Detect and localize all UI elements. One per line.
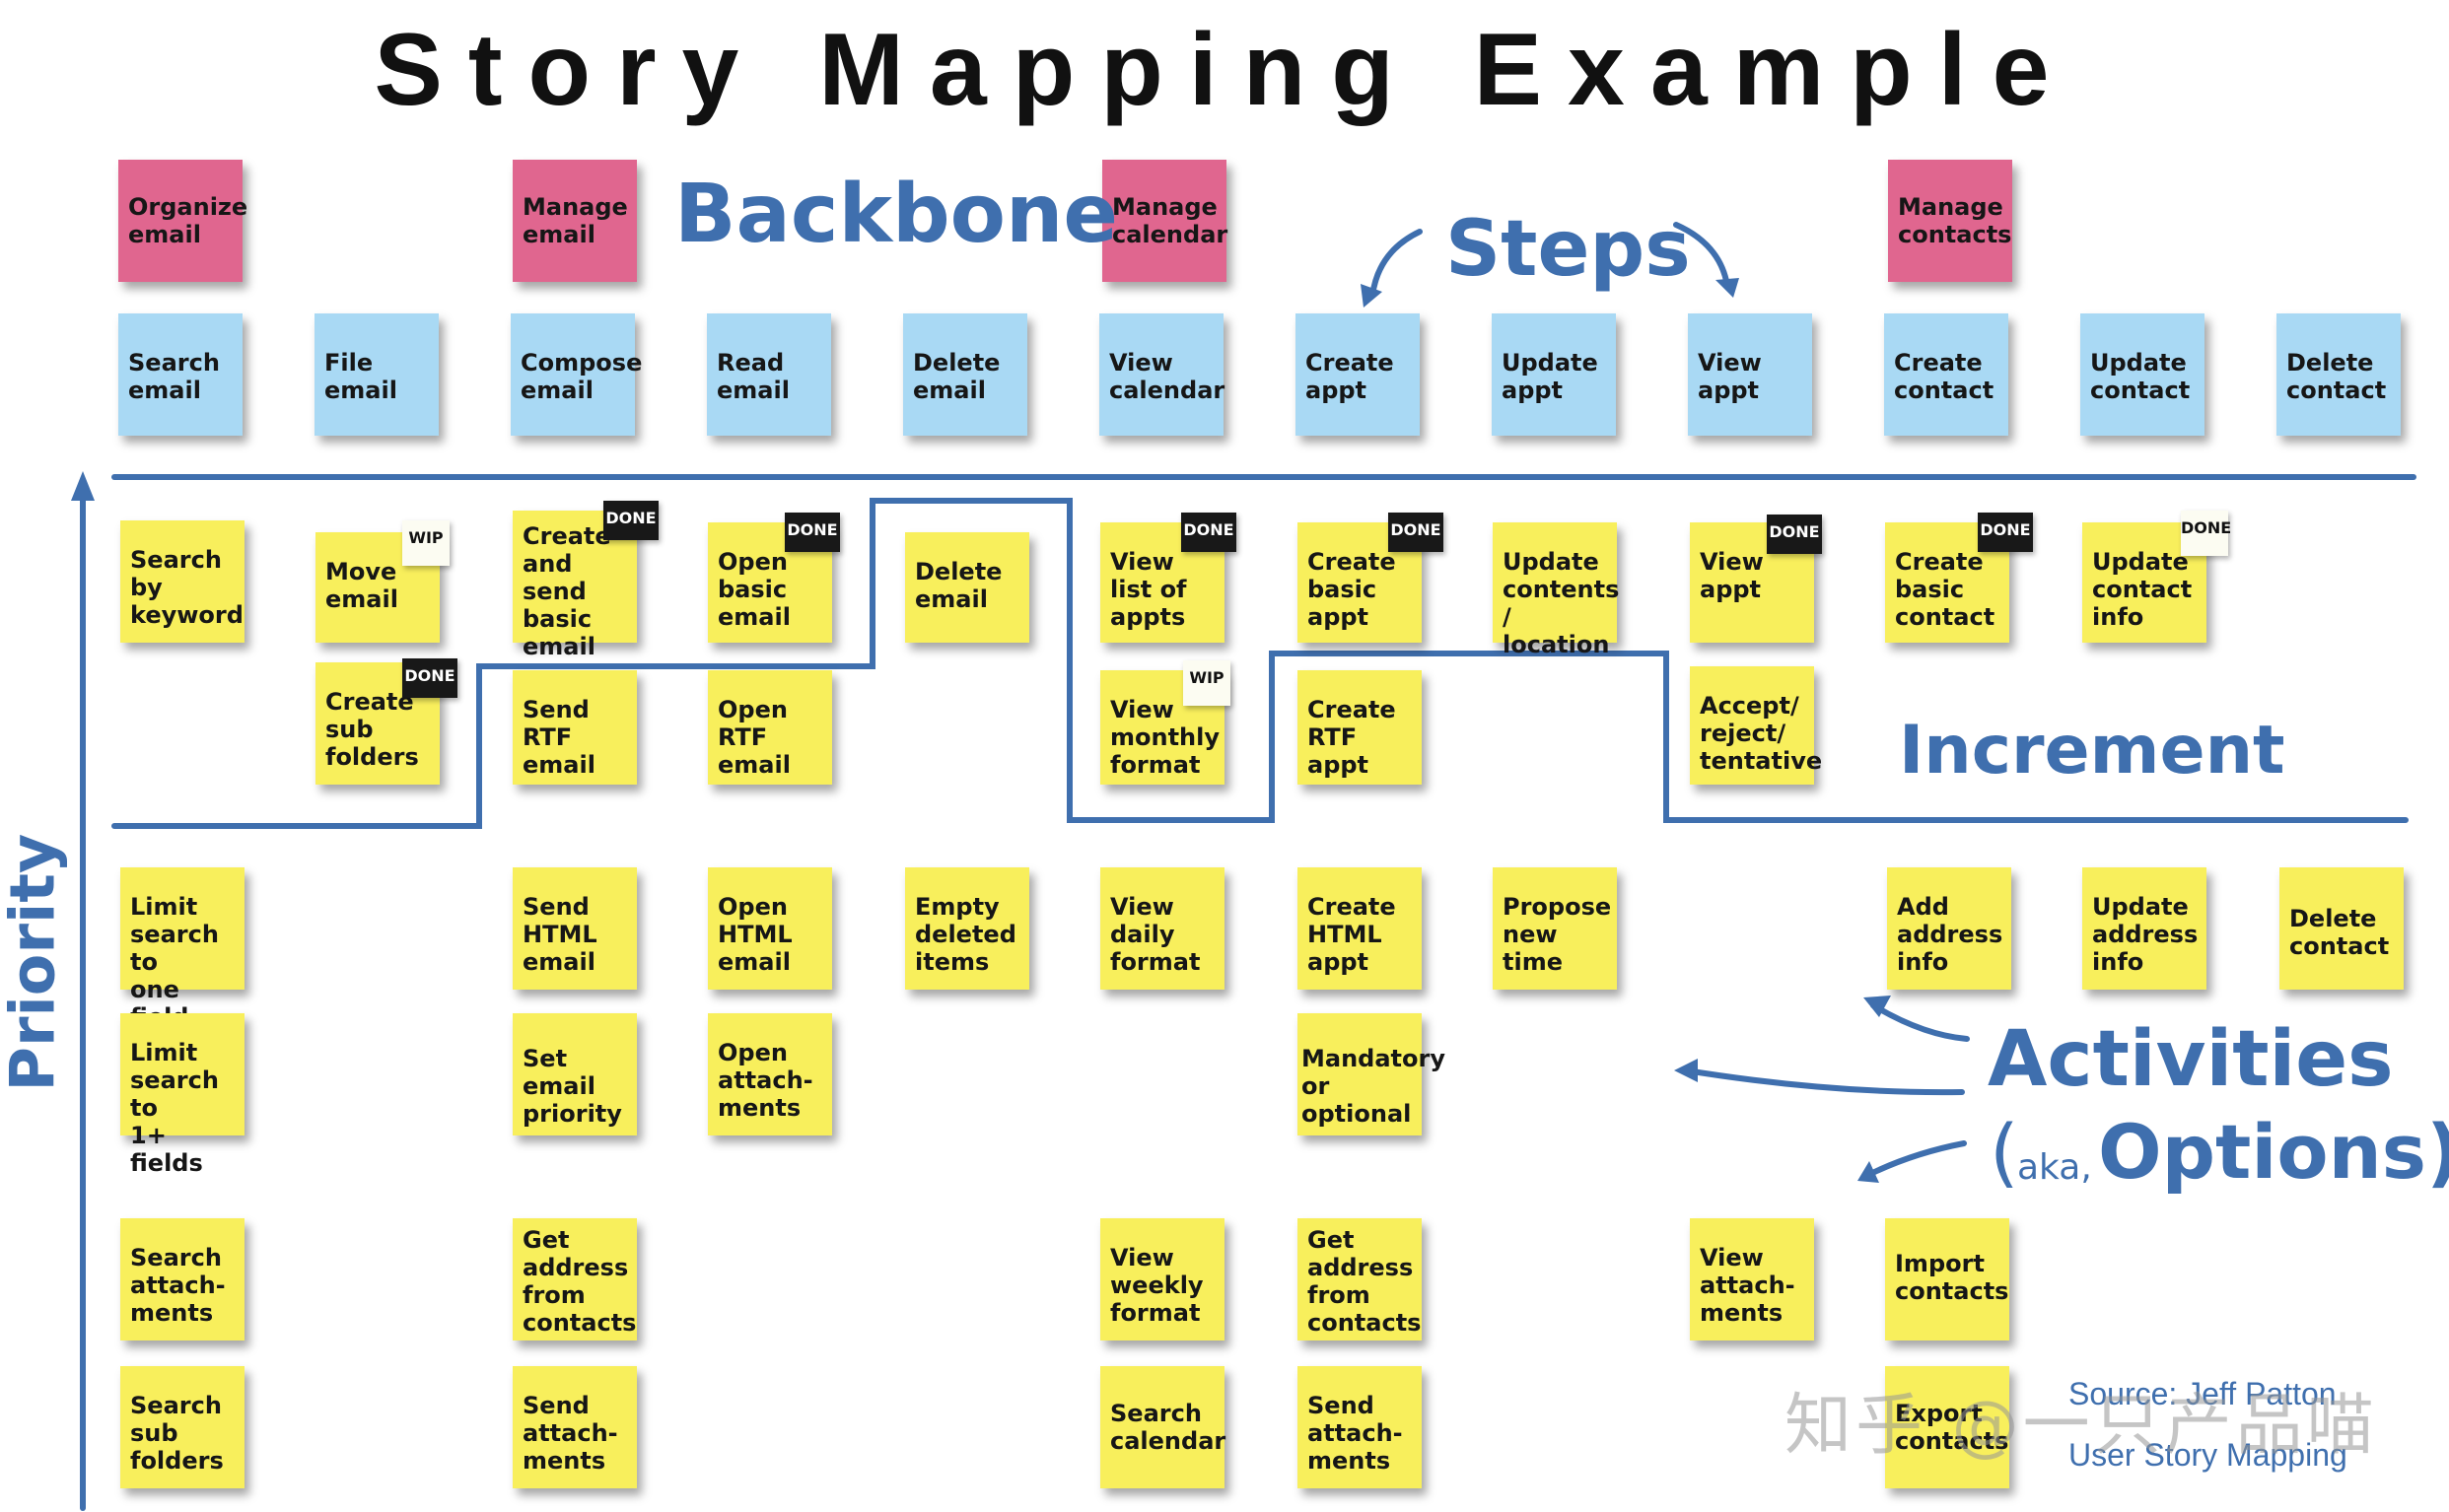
story-note: Open basic email (708, 522, 832, 643)
story-note: Send attach- ments (1297, 1366, 1422, 1488)
story-note: Send RTF email (513, 670, 637, 785)
watermark-text: 知乎 @一只产品喵 (1784, 1387, 2378, 1465)
step-note: Delete contact (2276, 313, 2401, 436)
step-note: View calendar (1099, 313, 1224, 436)
story-note: Create HTML appt (1297, 867, 1422, 990)
aka-open-paren: ( (1990, 1108, 2019, 1196)
activities-arrowhead-2 (1674, 1059, 1698, 1082)
step-note: File email (315, 313, 439, 436)
story-note: Update address info (2082, 867, 2206, 990)
story-note: Send attach- ments (513, 1366, 637, 1488)
options-label: Options) (2098, 1108, 2449, 1196)
increment-label: Increment (1899, 712, 2285, 790)
story-note: Update contents / location (1493, 522, 1619, 658)
story-note: Open attach- ments (708, 1013, 832, 1135)
story-note: Limit search to one field (120, 867, 245, 1031)
activities-arrow-3 (1865, 1140, 1967, 1178)
story-note: Set email priority (513, 1013, 637, 1135)
steps-arrow-right (1673, 222, 1730, 289)
step-note: Update appt (1492, 313, 1616, 436)
done-badge: DONE (1767, 515, 1822, 554)
done-badge: DONE (785, 513, 840, 552)
story-note: Send HTML email (513, 867, 637, 990)
done-badge: DONE (1388, 513, 1443, 552)
done-badge: DONE (603, 501, 659, 540)
story-note: View attach- ments (1690, 1218, 1814, 1340)
source-author: Source: Jeff Patton (2068, 1376, 2337, 1411)
priority-label: Priority (0, 833, 69, 1092)
step-note: Update contact (2080, 313, 2204, 436)
story-note: Search calendar (1100, 1366, 1225, 1488)
steps-arrowhead-right (1715, 278, 1739, 298)
step-note: Search email (118, 313, 243, 436)
activities-label: Activities (1988, 1015, 2394, 1104)
steps-label: Steps (1445, 205, 1691, 294)
step-note: Compose email (511, 313, 642, 436)
story-note: Limit search to 1+ fields (120, 1013, 245, 1177)
story-note: Search by keyword (120, 520, 245, 643)
story-note: Delete email (905, 532, 1029, 643)
activities-arrow-1 (1870, 1002, 1970, 1042)
story-note: Import contacts (1885, 1218, 2009, 1340)
page-title: Story Mapping Example (374, 13, 2075, 127)
story-note: View weekly format (1100, 1218, 1224, 1340)
wip-badge: WIP (402, 520, 450, 566)
story-note: Propose new time (1493, 867, 1617, 990)
story-note: Delete contact (2279, 867, 2404, 990)
step-note: Delete email (903, 313, 1027, 436)
backbone-note-manage-contacts: Manage contacts (1888, 160, 2012, 282)
step-note: View appt (1688, 313, 1812, 436)
story-note: Create basic contact (1885, 522, 2009, 643)
activities-arrowhead-1 (1863, 996, 1891, 1017)
story-note: Add address info (1887, 867, 2011, 990)
activities-arrow-2 (1683, 1067, 1965, 1096)
story-note: Get address from contacts (1297, 1218, 1422, 1340)
steps-arrowhead-left (1361, 284, 1382, 308)
source-title: User Story Mapping (2068, 1437, 2347, 1473)
step-note: Create appt (1295, 313, 1420, 436)
done-badge: DONE (402, 658, 457, 698)
story-note: Create RTF appt (1297, 670, 1422, 785)
story-note: Open HTML email (708, 867, 832, 990)
backbone-note-organize-email: Organize email (118, 160, 247, 282)
step-note: Read email (707, 313, 831, 436)
wip-badge: WIP (1183, 660, 1230, 706)
story-note: View daily format (1100, 867, 1224, 990)
increment-line (111, 498, 2409, 829)
backbone-note-manage-calendar: Manage calendar (1102, 160, 1227, 282)
priority-axis-arrowhead (71, 471, 95, 501)
story-note: Mandatory or optional (1297, 1013, 1445, 1135)
backbone-note-manage-email: Manage email (513, 160, 637, 282)
backbone-label: Backbone (674, 168, 1118, 261)
step-note: Create contact (1884, 313, 2008, 436)
story-note: Export contacts (1885, 1366, 2009, 1488)
story-note: Get address from contacts (513, 1218, 637, 1340)
story-note: Search sub folders (120, 1366, 245, 1488)
story-note: Accept/ reject/ tentative (1690, 666, 1822, 785)
story-note: Empty deleted items (905, 867, 1029, 990)
steps-arrow-left (1369, 229, 1423, 299)
story-note: Search attach- ments (120, 1218, 245, 1340)
story-note: Open RTF email (708, 670, 832, 785)
done-badge: DONE (1978, 513, 2033, 552)
aka-label: aka, (2017, 1147, 2092, 1188)
wip-badge: DONE (2181, 511, 2231, 556)
done-badge: DONE (1181, 513, 1236, 552)
activities-arrowhead-3 (1857, 1161, 1879, 1183)
story-note: Move email (315, 532, 440, 643)
